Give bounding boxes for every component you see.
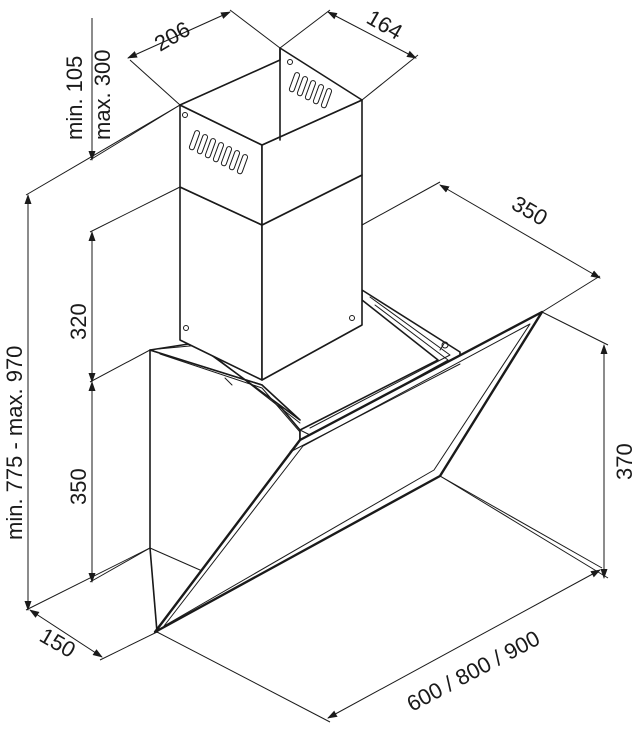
- base-depth-label: 150: [36, 623, 80, 663]
- glass-height-label: 370: [612, 443, 637, 480]
- vent-slots-right: [288, 72, 333, 109]
- dimension-lines: [24, 9, 609, 723]
- chimney-min-label: min. 105: [62, 56, 87, 140]
- chimney-top-width-label: 206: [150, 16, 194, 56]
- vent-slots-left: [188, 130, 249, 175]
- chimney-top-depth-label: 164: [363, 5, 407, 45]
- upper-chimney-height-label: 320: [66, 303, 91, 340]
- glass-depth-label: 350: [508, 191, 552, 231]
- lower-chimney-height-label: 350: [66, 468, 91, 505]
- total-height-label: min. 775 - max. 970: [2, 346, 27, 540]
- chimney: [179, 47, 363, 381]
- chimney-max-label: max. 300: [90, 50, 115, 141]
- hood-body: [149, 289, 544, 634]
